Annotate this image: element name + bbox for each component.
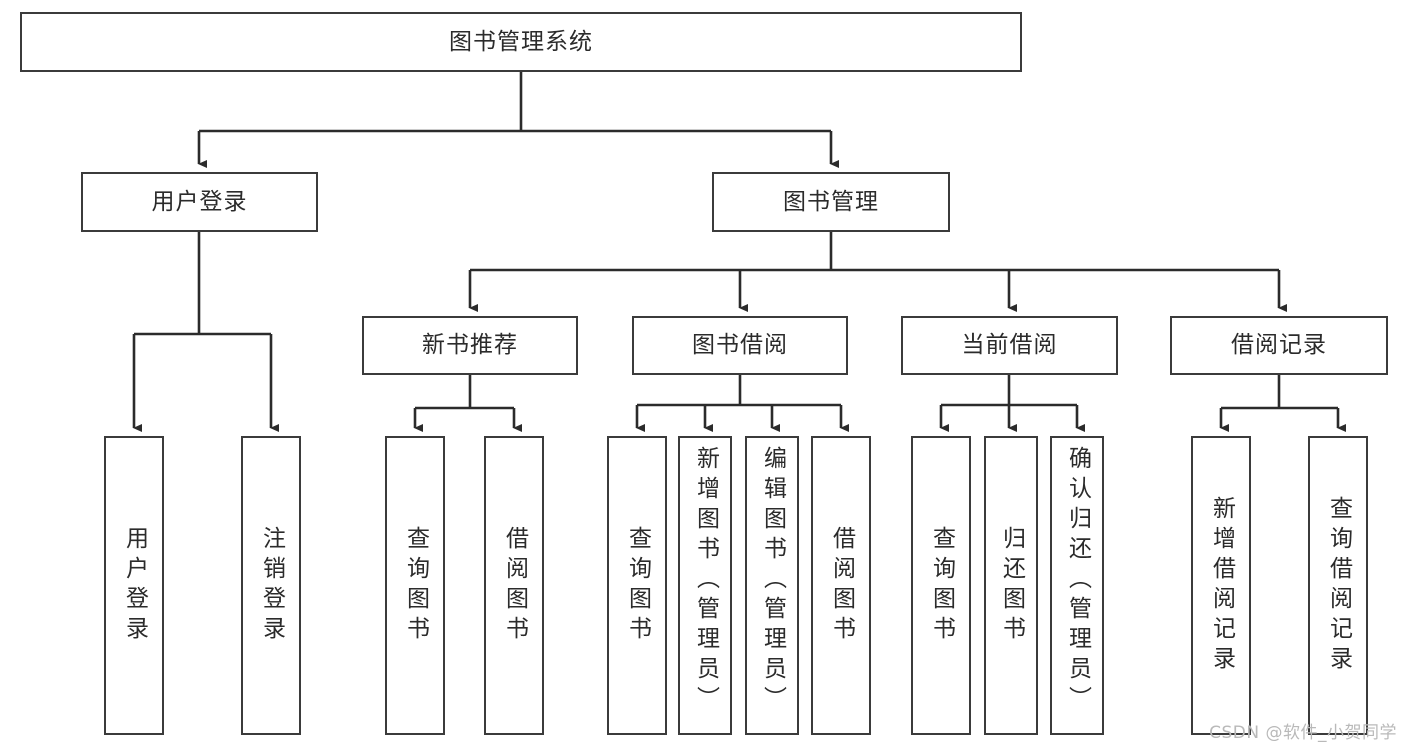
leaf-user-login-login[interactable]: 用户登录 — [104, 436, 164, 735]
leaf-book-borrow-query-books[interactable]: 查询图书 — [607, 436, 667, 735]
node-label: 图书借阅 — [692, 332, 788, 358]
node-label: 查询图书 — [402, 525, 429, 646]
node-current-borrow[interactable]: 当前借阅 — [901, 316, 1118, 375]
node-label: 借阅记录 — [1231, 332, 1327, 358]
node-label: 注销登录 — [258, 525, 285, 646]
node-label: 用户登录 — [121, 525, 148, 646]
leaf-current-borrow-return-books[interactable]: 归还图书 — [984, 436, 1038, 735]
leaf-book-borrow-add-book-admin[interactable]: 新增图书（管理员） — [678, 436, 732, 735]
watermark-csdn: CSDN @软件_小贺同学 — [1209, 723, 1397, 743]
node-borrow-records[interactable]: 借阅记录 — [1170, 316, 1388, 375]
node-label: 新书推荐 — [422, 332, 518, 358]
leaf-new-book-query-books[interactable]: 查询图书 — [385, 436, 445, 735]
node-label: 借阅图书 — [501, 525, 528, 646]
node-label: 编辑图书（管理员） — [759, 446, 786, 716]
node-label: 新增图书（管理员） — [692, 446, 719, 716]
leaf-user-login-logout[interactable]: 注销登录 — [241, 436, 301, 735]
node-label: 查询图书 — [624, 525, 651, 646]
leaf-current-borrow-query-books[interactable]: 查询图书 — [911, 436, 971, 735]
node-label: 借阅图书 — [828, 525, 855, 646]
node-book-borrow[interactable]: 图书借阅 — [632, 316, 848, 375]
node-book-management[interactable]: 图书管理 — [712, 172, 950, 232]
node-label: 当前借阅 — [961, 332, 1058, 358]
node-label: 归还图书 — [998, 525, 1025, 646]
node-label: 查询图书 — [928, 525, 955, 646]
leaf-book-borrow-borrow-books[interactable]: 借阅图书 — [811, 436, 871, 735]
node-label: 新增借阅记录 — [1208, 495, 1235, 676]
leaf-borrow-records-query-record[interactable]: 查询借阅记录 — [1308, 436, 1368, 735]
node-label: 用户登录 — [151, 188, 248, 215]
leaf-borrow-records-add-record[interactable]: 新增借阅记录 — [1191, 436, 1251, 735]
node-label: 确认归还（管理员） — [1064, 446, 1091, 716]
leaf-book-borrow-edit-book-admin[interactable]: 编辑图书（管理员） — [745, 436, 799, 735]
leaf-new-book-borrow-books[interactable]: 借阅图书 — [484, 436, 544, 735]
node-label: 图书管理 — [783, 188, 879, 215]
leaf-current-borrow-confirm-return-admin[interactable]: 确认归还（管理员） — [1050, 436, 1104, 735]
node-user-login[interactable]: 用户登录 — [81, 172, 318, 232]
node-new-book-recommend[interactable]: 新书推荐 — [362, 316, 578, 375]
node-label: 图书管理系统 — [449, 28, 593, 55]
node-label: 查询借阅记录 — [1325, 495, 1352, 676]
node-root-book-management-system[interactable]: 图书管理系统 — [20, 12, 1022, 72]
